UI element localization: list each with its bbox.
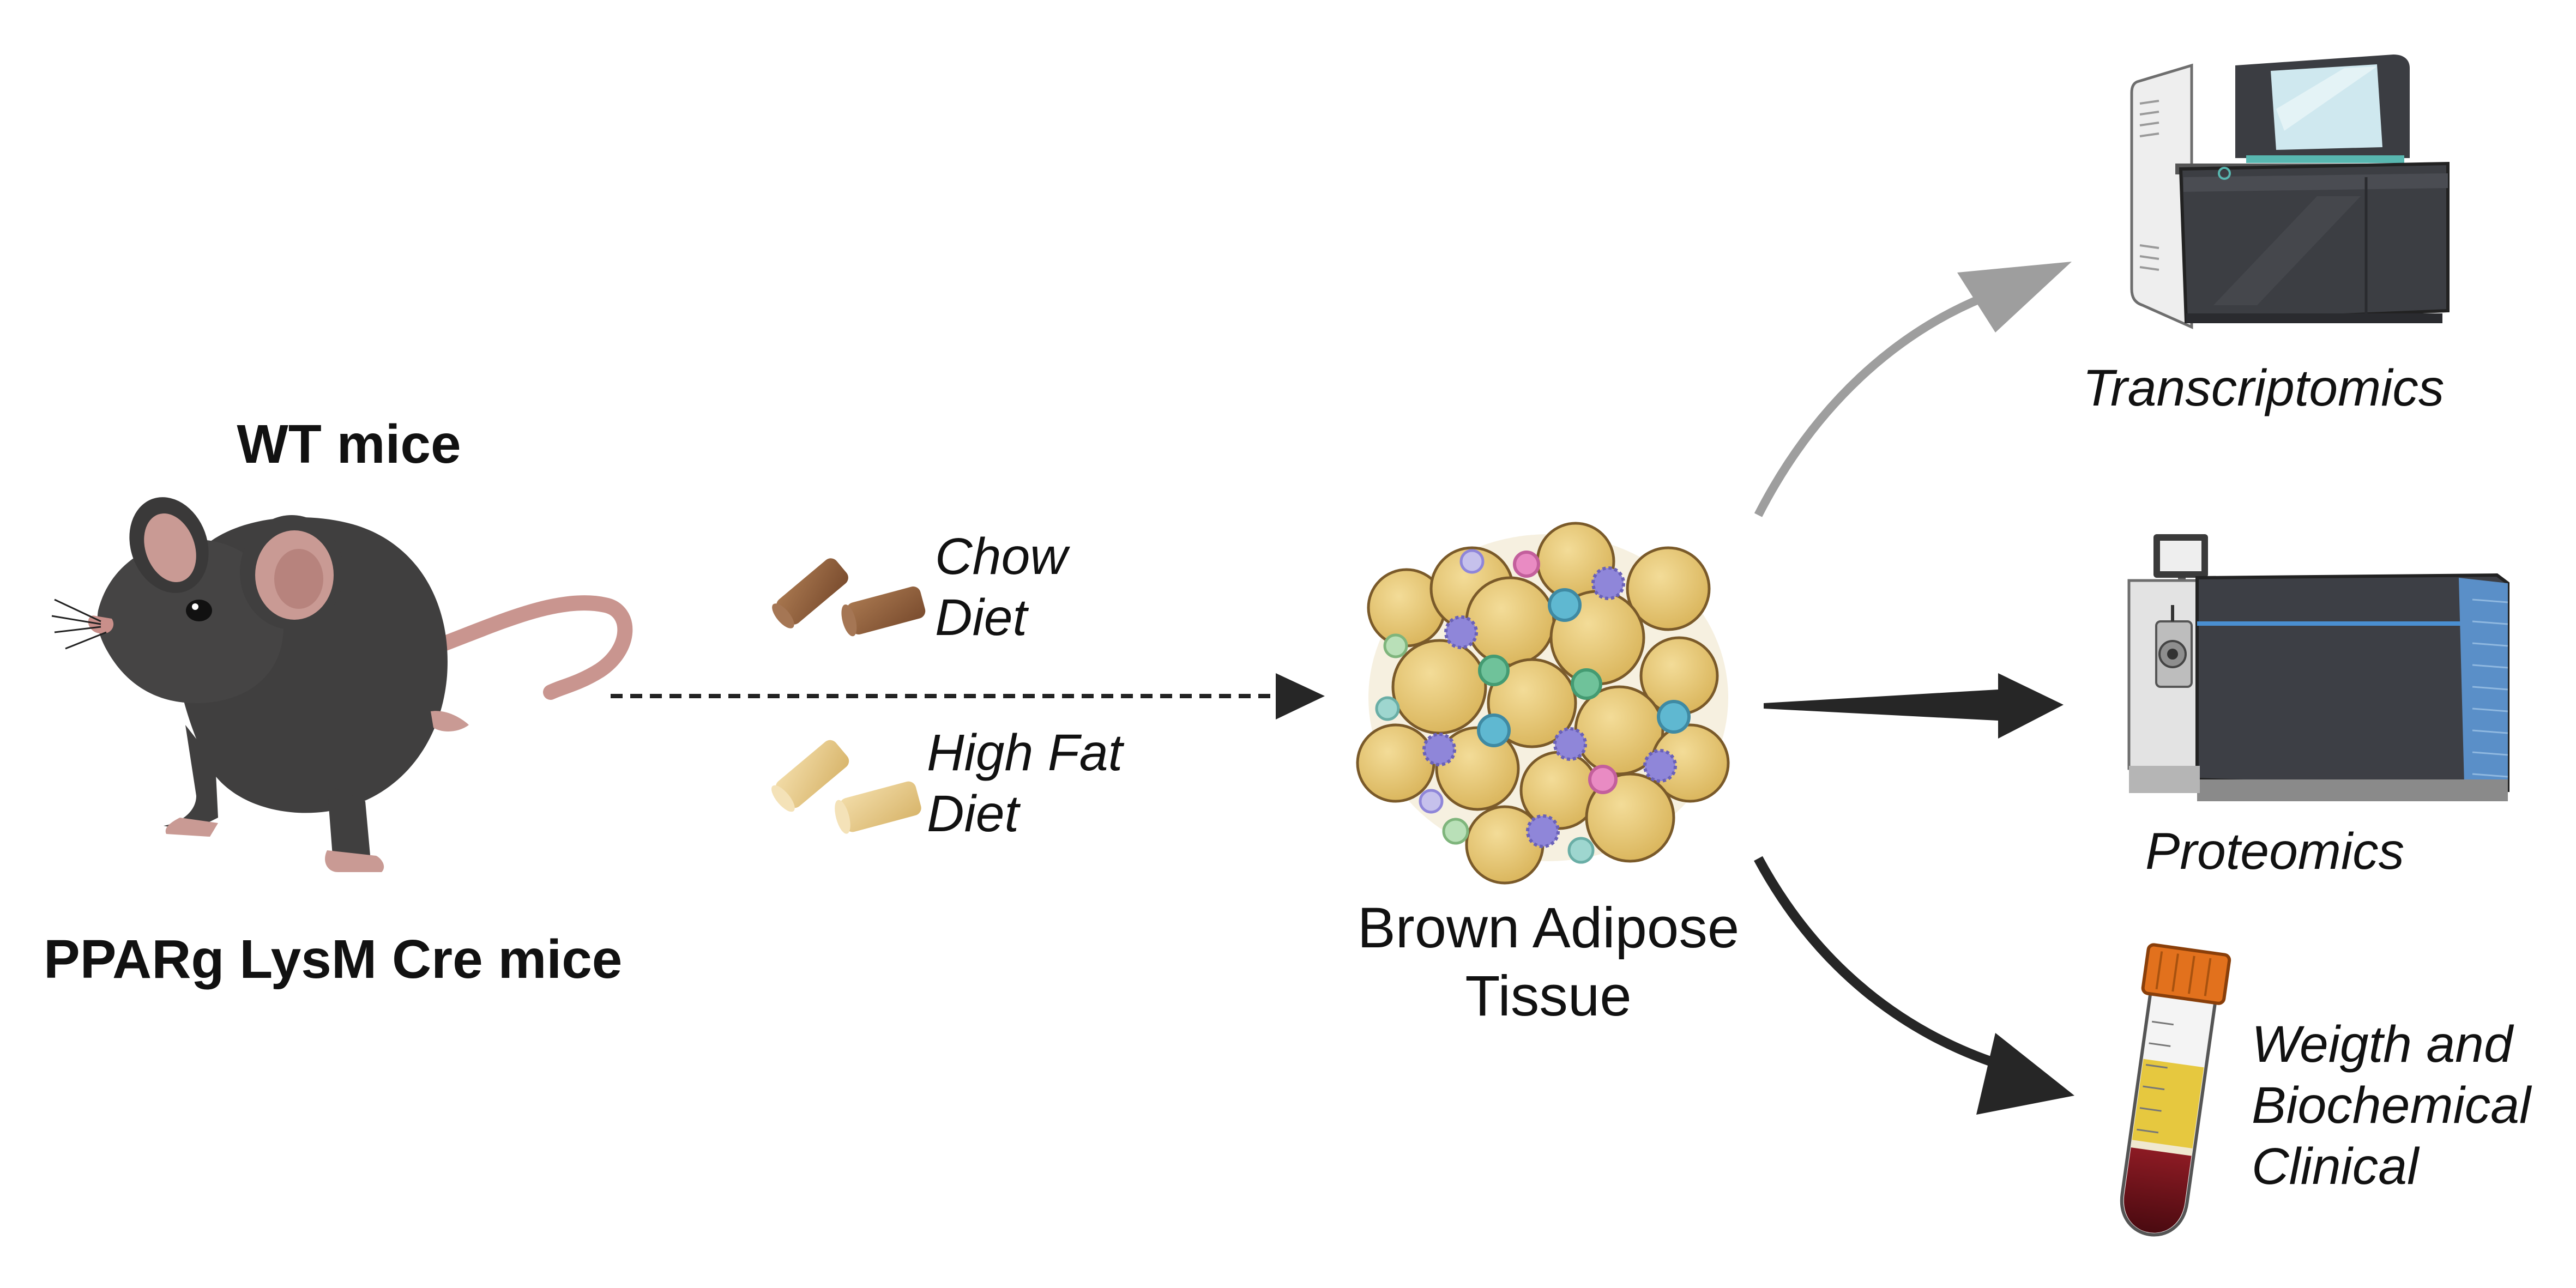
transcriptomics-label: Transcriptomics <box>2083 359 2445 417</box>
clinical-line-2: Biochemical <box>2252 1077 2531 1134</box>
ppar-lysm-cre-mice-label: PPARg LysM Cre mice <box>44 929 623 990</box>
blood-tube-illustration <box>2120 943 2231 1237</box>
brown-adipose-tissue-line-1: Brown Adipose <box>1357 896 1740 960</box>
clinical-line-3: Clinical <box>2252 1138 2419 1195</box>
high-fat-pellets <box>771 740 921 834</box>
brown-adipose-tissue-label: Brown Adipose Tissue <box>1308 894 1788 1030</box>
clinical-line-1: Weigth and <box>2252 1015 2513 1073</box>
high-fat-diet-line-2: Diet <box>927 785 1019 843</box>
wt-mice-label: WT mice <box>237 414 461 475</box>
high-fat-diet-line-1: High Fat <box>927 724 1123 782</box>
chow-diet-label: Chow Diet <box>935 526 1067 648</box>
chow-diet-line-2: Diet <box>935 589 1027 646</box>
brown-adipose-tissue-line-2: Tissue <box>1465 964 1632 1028</box>
mouse-illustration <box>51 497 633 872</box>
arrow-to-transcriptomics <box>1754 262 2072 517</box>
chow-diet-line-1: Chow <box>935 528 1067 585</box>
diet-to-tissue-arrow <box>611 673 1325 719</box>
arrow-to-clinical <box>1754 856 2074 1115</box>
brown-adipose-tissue-cluster <box>1356 522 1730 885</box>
arrow-to-proteomics <box>1764 673 2064 739</box>
chow-pellets <box>772 558 926 637</box>
sequencer-illustration <box>2130 55 2450 329</box>
high-fat-diet-label: High Fat Diet <box>927 722 1123 844</box>
proteomics-label: Proteomics <box>2145 823 2405 880</box>
mass-spectrometer-illustration <box>2127 534 2509 801</box>
clinical-label: Weigth and Biochemical Clinical <box>2252 1014 2531 1197</box>
